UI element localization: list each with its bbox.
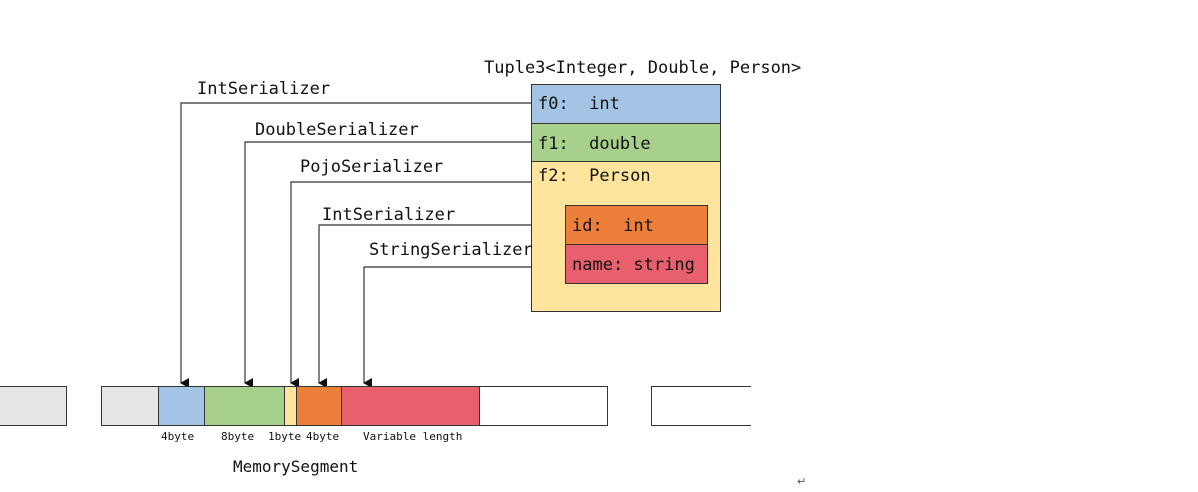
segment-id-block bbox=[296, 386, 342, 426]
double-serializer-label: DoubleSerializer bbox=[255, 120, 419, 140]
segment-free-block bbox=[479, 386, 608, 426]
pojo-serializer-label: PojoSerializer bbox=[300, 157, 444, 177]
segment-int-block bbox=[158, 386, 205, 426]
field-f1-box: f1: double bbox=[531, 123, 721, 162]
field-f2-label: f2: Person bbox=[538, 166, 651, 186]
segment-used-block bbox=[101, 386, 159, 426]
field-f1-label: f1: double bbox=[538, 134, 651, 154]
string-serializer-label: StringSerializer bbox=[369, 240, 533, 260]
memory-segment-caption: MemorySegment bbox=[233, 457, 359, 476]
double-serializer-arrow bbox=[244, 141, 531, 388]
string-serializer-arrow bbox=[363, 266, 566, 388]
int-serializer-label: IntSerializer bbox=[197, 79, 331, 99]
double-size-label: 8byte bbox=[221, 430, 255, 443]
paragraph-mark-icon: ↵ bbox=[797, 475, 807, 488]
field-name-box: name: string bbox=[565, 244, 708, 284]
int-serializer-arrow bbox=[180, 102, 531, 388]
field-f0-label: f0: int bbox=[538, 94, 620, 114]
field-f0-box: f0: int bbox=[531, 84, 721, 124]
next-memory-segment bbox=[651, 386, 751, 426]
segment-string-block bbox=[341, 386, 480, 426]
id-int-serializer-arrow bbox=[318, 224, 566, 388]
previous-memory-segment bbox=[0, 386, 67, 426]
id-size-label: 4byte bbox=[306, 430, 340, 443]
field-id-label: id: int bbox=[572, 216, 654, 236]
segment-double-block bbox=[204, 386, 285, 426]
field-name-label: name: string bbox=[572, 255, 695, 275]
pojo-serializer-arrow bbox=[290, 181, 531, 388]
pojo-size-label: 1byte bbox=[268, 430, 302, 443]
id-int-serializer-label: IntSerializer bbox=[322, 205, 456, 225]
string-size-label: Variable length bbox=[363, 430, 463, 443]
field-id-box: id: int bbox=[565, 205, 708, 245]
int-size-label: 4byte bbox=[161, 430, 195, 443]
tuple-title: Tuple3<Integer, Double, Person> bbox=[484, 58, 802, 78]
